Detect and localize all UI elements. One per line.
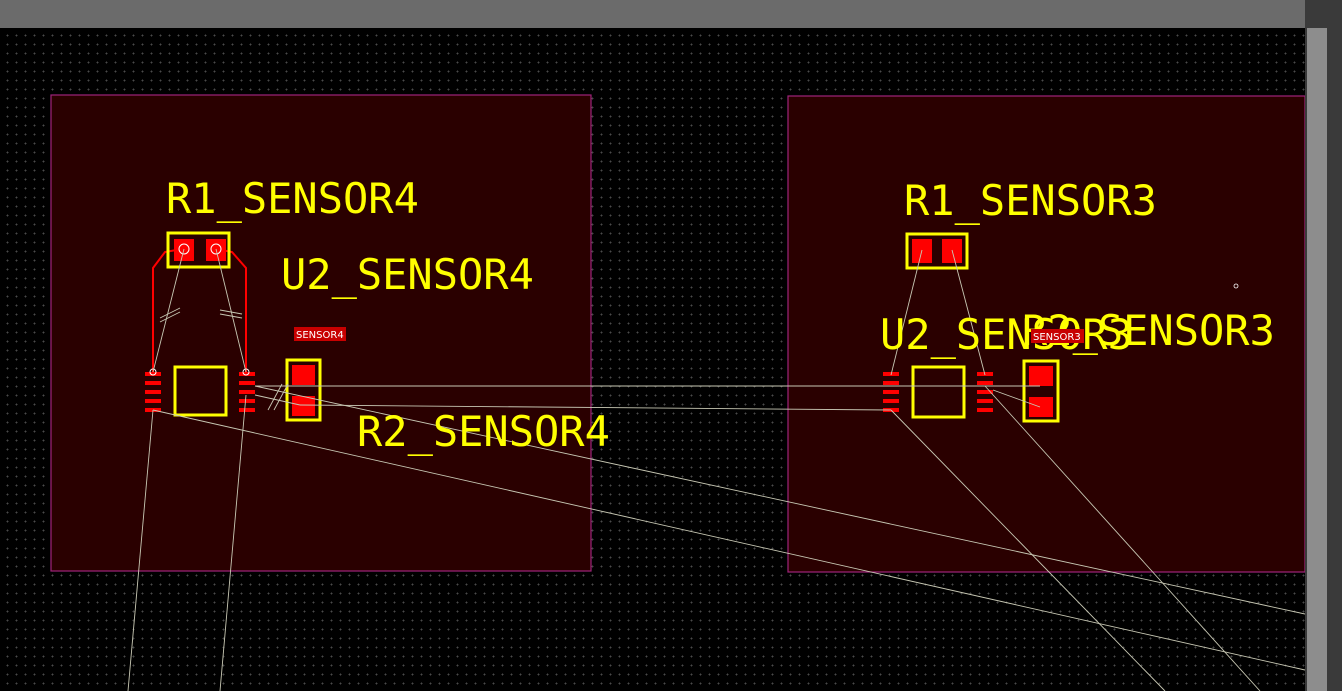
label-u2-sensor3: U2_SENSOR3 <box>880 310 1133 359</box>
svg-text:SENSOR4: SENSOR4 <box>296 330 344 341</box>
label-r2-sensor4: R2_SENSOR4 <box>357 407 610 456</box>
sensor4-tag: SENSOR4 <box>294 327 346 341</box>
ratsnest-lines <box>127 248 1305 691</box>
sensor3-tag: SENSOR3 <box>1031 329 1084 343</box>
label-r1-sensor3: R1_SENSOR3 <box>904 176 1157 225</box>
pcb-layout[interactable]: SENSOR4 <box>0 0 1305 691</box>
r2-sensor4-footprint[interactable] <box>285 358 322 422</box>
origin-marker <box>1233 283 1239 289</box>
label-u2-sensor4: U2_SENSOR4 <box>281 250 534 299</box>
scrollbar-thumb[interactable] <box>1307 28 1327 691</box>
label-r1-sensor4: R1_SENSOR4 <box>166 174 419 223</box>
r2-sensor3-footprint[interactable] <box>1022 359 1060 423</box>
svg-text:SENSOR3: SENSOR3 <box>1033 332 1081 343</box>
